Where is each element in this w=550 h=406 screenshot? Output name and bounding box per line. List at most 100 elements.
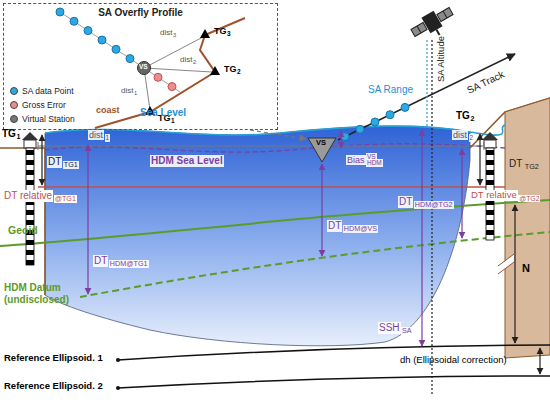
satellite-icon bbox=[417, 26, 421, 33]
water-body bbox=[45, 126, 470, 346]
index-text: VS bbox=[366, 153, 377, 160]
tide-gauge bbox=[26, 148, 34, 265]
inset-map bbox=[138, 62, 151, 75]
figure-label: SA Range bbox=[368, 84, 413, 96]
distance-line bbox=[484, 142, 485, 150]
figure-label: DT relative bbox=[3, 190, 53, 202]
cliff bbox=[498, 254, 514, 274]
satellite-icon bbox=[431, 40, 432, 394]
index-text: 2 bbox=[193, 59, 196, 66]
figure-label: Sea Level bbox=[140, 107, 186, 119]
index-text: 2 bbox=[237, 68, 241, 75]
legend-row: Gross Error bbox=[10, 100, 66, 110]
tide-gauge bbox=[22, 132, 38, 140]
figure-label: VS bbox=[139, 63, 148, 70]
measure-arrow bbox=[87, 145, 88, 294]
distance-line bbox=[38, 142, 484, 150]
index-text: 2 bbox=[470, 115, 474, 123]
figure-label: Bias bbox=[346, 155, 366, 165]
measure-arrow bbox=[421, 130, 422, 346]
inset-map bbox=[56, 8, 64, 16]
inset-map bbox=[84, 27, 92, 35]
inset-map bbox=[154, 73, 162, 81]
inset-map bbox=[98, 36, 106, 44]
measure-arrow bbox=[340, 131, 341, 148]
virtual-station bbox=[308, 138, 336, 162]
inset-pointer bbox=[250, 130, 306, 139]
index-text: HDM@VS bbox=[343, 225, 378, 233]
reference-lines bbox=[116, 358, 120, 362]
satellite-track bbox=[401, 103, 409, 111]
figure-label: HDM Sea Level bbox=[150, 155, 224, 167]
satellite-icon bbox=[443, 11, 447, 18]
satellite-track bbox=[341, 133, 349, 141]
index-text: 3 bbox=[227, 30, 231, 37]
inset-map bbox=[70, 17, 78, 25]
index-text: HDM@TG1 bbox=[109, 260, 149, 268]
figure-label: N bbox=[521, 262, 531, 275]
legend-swatch bbox=[10, 87, 18, 95]
satellite-icon bbox=[408, 3, 458, 46]
inset-map bbox=[56, 8, 245, 128]
sea-level-line bbox=[45, 144, 505, 152]
index-text: 1 bbox=[16, 133, 20, 141]
index-text: HDM bbox=[366, 159, 383, 166]
index-text: 1 bbox=[134, 90, 137, 97]
figure-label: DT bbox=[327, 220, 342, 232]
satellite-track bbox=[386, 111, 394, 119]
reference-lines bbox=[0, 187, 550, 390]
cliff bbox=[498, 254, 514, 274]
reference-lines bbox=[80, 232, 550, 297]
measure-arrow bbox=[321, 164, 322, 256]
inset-map bbox=[144, 37, 212, 110]
legend-text: Gross Error bbox=[22, 100, 66, 110]
figure-label: dist bbox=[180, 55, 192, 64]
satellite-icon bbox=[437, 8, 453, 22]
measure-arrow bbox=[539, 348, 540, 374]
figure-label: TG bbox=[214, 26, 227, 36]
satellite-icon bbox=[426, 40, 427, 128]
index-text: TG2 bbox=[524, 163, 540, 171]
legend-text: Virtual Station bbox=[22, 114, 75, 124]
figure-label: DT relative bbox=[470, 190, 518, 201]
inset-map bbox=[95, 18, 245, 128]
legend-swatch bbox=[10, 101, 18, 109]
panel-title: SA Overfly Profile bbox=[4, 4, 277, 18]
index-text: @TG2 bbox=[518, 195, 540, 203]
water-body bbox=[45, 126, 470, 346]
measure-arrow bbox=[41, 135, 42, 185]
figure-label: dist bbox=[121, 86, 133, 95]
figure-label: dist bbox=[88, 130, 104, 140]
inset-map bbox=[200, 29, 210, 38]
ground bbox=[0, 148, 45, 295]
sea-level-line bbox=[45, 125, 505, 135]
satellite-icon bbox=[408, 3, 458, 394]
figure-label: HDM Datum (undisclosed) bbox=[4, 282, 78, 305]
satellite-icon bbox=[411, 23, 427, 37]
inset-map bbox=[168, 83, 176, 91]
tide-gauge bbox=[482, 132, 498, 140]
reference-lines bbox=[38, 186, 505, 187]
virtual-station bbox=[308, 138, 336, 162]
inset-map bbox=[210, 66, 220, 75]
figure-label: dist bbox=[160, 28, 172, 37]
inset-map bbox=[126, 55, 134, 63]
figure-label: coast bbox=[96, 105, 120, 115]
figure-label: DT bbox=[508, 158, 523, 170]
index-text: 2 bbox=[469, 134, 475, 141]
legend-row: Virtual Station bbox=[10, 114, 75, 124]
tide-gauge bbox=[484, 140, 496, 148]
figure-label: TG bbox=[224, 64, 237, 74]
measure-arrow bbox=[479, 134, 480, 185]
cliff bbox=[498, 98, 550, 358]
index-text: 1 bbox=[105, 134, 111, 141]
inset-map bbox=[60, 12, 180, 92]
ground bbox=[0, 98, 550, 295]
distance-line bbox=[38, 142, 39, 150]
tide-gauge bbox=[22, 132, 498, 265]
index-text: HDM@TG2 bbox=[414, 201, 454, 209]
figure-label: SA Altitude bbox=[436, 36, 447, 82]
figure-label: Reference Ellipsoid. 2 bbox=[4, 381, 103, 392]
